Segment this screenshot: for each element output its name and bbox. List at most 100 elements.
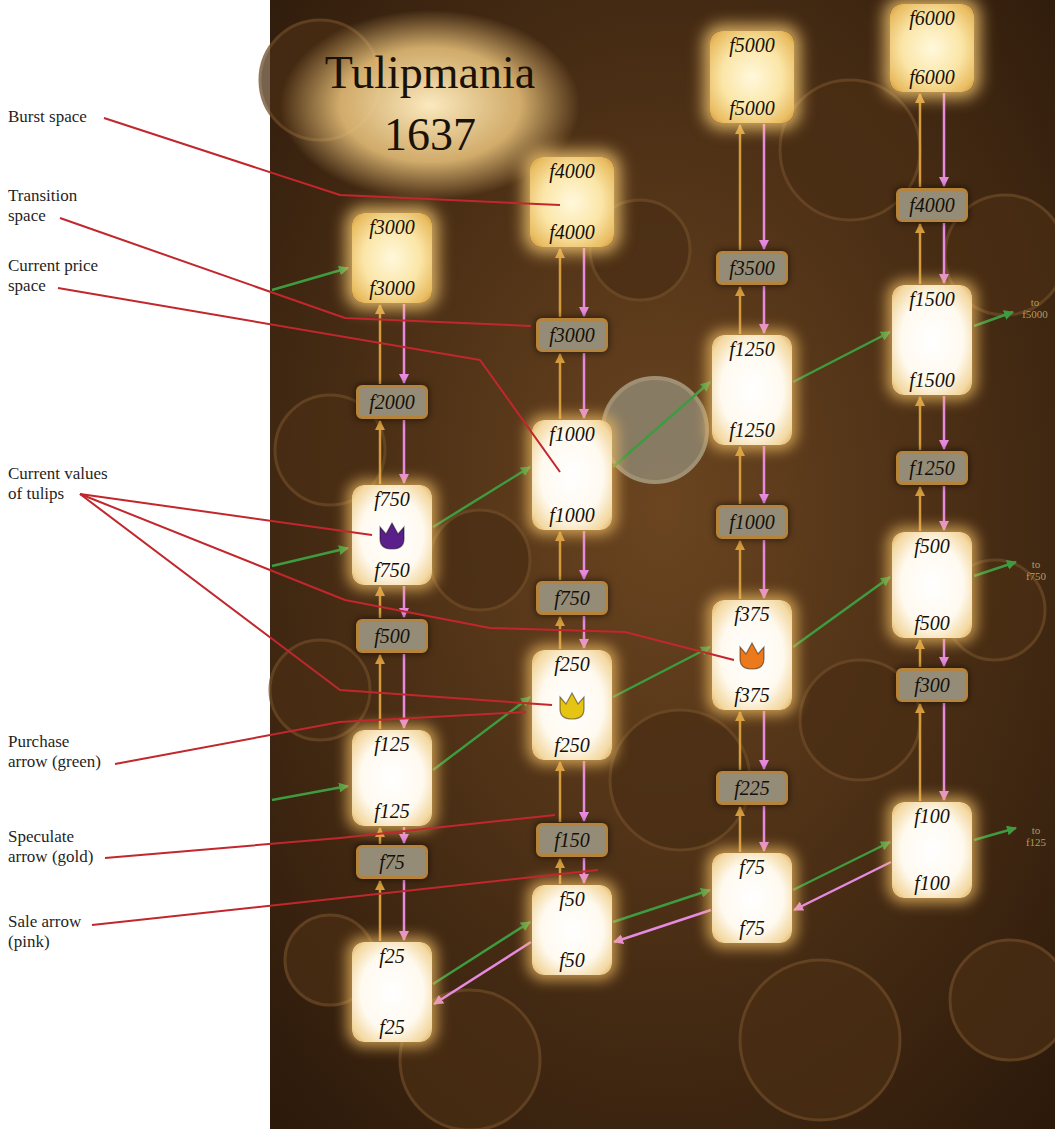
gold-arrow: [379, 655, 382, 729]
gold-arrow: [559, 762, 562, 822]
gold-arrow: [919, 487, 922, 531]
price-value: f300: [914, 674, 950, 697]
pink-arrow: [403, 654, 406, 728]
price-value: f3000: [369, 277, 415, 300]
price-value: f4000: [549, 221, 595, 244]
gold-arrow: [739, 807, 742, 852]
price-space: f25f25: [352, 942, 432, 1042]
pink-arrow: [763, 540, 766, 598]
purchase-arrow: [272, 786, 348, 800]
gold-arrow: [739, 541, 742, 599]
coin: [740, 960, 900, 1120]
price-value: f6000: [909, 7, 955, 30]
transition-space: f750: [536, 581, 608, 615]
pink-arrow: [583, 248, 586, 316]
price-value: f4000: [549, 160, 595, 183]
gold-arrow: [919, 94, 922, 187]
pink-arrow: [614, 910, 711, 942]
gold-arrow: [559, 859, 562, 884]
gold-arrow: [379, 587, 382, 618]
pink-arrow: [943, 93, 946, 186]
tulip-marker: [375, 518, 409, 552]
purchase-arrow: [272, 268, 348, 290]
purchase-arrow: [974, 828, 1016, 840]
transition-space: f300: [896, 668, 968, 702]
burst-space: f4000 f4000: [530, 157, 614, 247]
price-value: f100: [914, 805, 950, 828]
price-value: f1000: [549, 423, 595, 446]
green-arrow: [433, 697, 530, 770]
annotation-box: to f750: [1022, 558, 1050, 582]
callout-label: Transition space: [8, 186, 103, 226]
purchase-arrow: [272, 548, 348, 566]
price-value: f3000: [549, 324, 595, 347]
pink-arrow: [583, 858, 586, 883]
price-value: f1250: [909, 457, 955, 480]
pink-arrow: [583, 616, 586, 648]
price-space: f50f50: [532, 885, 612, 975]
pink-arrow: [943, 703, 946, 800]
pink-arrow: [943, 639, 946, 666]
leader-line: [115, 712, 526, 764]
annotation-box: Sale arrow (pink): [8, 912, 98, 952]
coin: [950, 940, 1055, 1060]
price-value: f6000: [909, 66, 955, 89]
green-arrow: [613, 382, 710, 467]
transition-space: f1000: [716, 505, 788, 539]
pink-arrow: [403, 827, 406, 843]
annotation-box: Purchase arrow (green): [8, 732, 106, 772]
annotation-box: Current price space: [8, 256, 120, 296]
price-value: f500: [374, 625, 410, 648]
gold-arrow: [379, 828, 382, 844]
price-value: f1250: [729, 338, 775, 361]
tulip-shape: [380, 523, 404, 549]
annotation-box: Current values of tulips: [8, 464, 116, 504]
price-space: f1000f1000: [532, 420, 612, 530]
price-value: f125: [374, 800, 410, 823]
leader-line: [80, 494, 372, 535]
callout-label: Purchase arrow (green): [8, 732, 106, 772]
price-space: f750f750: [352, 485, 432, 585]
price-value: f50: [559, 888, 585, 911]
transition-space: f500: [356, 619, 428, 653]
price-value: f375: [734, 603, 770, 626]
burst-space: f3000 f3000: [352, 213, 432, 303]
annotation-box: to f5000: [1019, 296, 1051, 320]
callout-label: Sale arrow (pink): [8, 912, 98, 952]
leader-line: [104, 118, 560, 205]
board-title: Tulipmania 1637: [318, 42, 542, 166]
gold-arrow: [919, 640, 922, 667]
gold-arrow: [379, 305, 382, 384]
burst-space: f6000 f6000: [890, 4, 974, 92]
pink-arrow: [763, 446, 766, 503]
purchase-arrow: [974, 312, 1013, 326]
price-space: f250f250: [532, 650, 612, 760]
price-value: f1500: [909, 288, 955, 311]
pink-arrow: [794, 862, 891, 910]
transition-space: f1250: [896, 451, 968, 485]
pink-arrow: [763, 124, 766, 249]
price-value: f75: [379, 851, 405, 874]
price-value: f150: [554, 829, 590, 852]
pink-arrow: [583, 353, 586, 418]
leader-line: [80, 494, 552, 705]
pink-arrow: [583, 531, 586, 579]
burst-space: f5000f5000: [710, 31, 794, 123]
price-value: f1500: [909, 369, 955, 392]
price-value: f500: [914, 535, 950, 558]
price-value: f3000: [369, 216, 415, 239]
leader-line: [60, 218, 531, 326]
pink-arrow: [943, 396, 946, 449]
tulip-shape: [560, 693, 584, 719]
gold-arrow: [739, 125, 742, 250]
price-value: f225: [734, 777, 770, 800]
tulip-marker: [735, 638, 769, 672]
gold-arrow: [559, 354, 562, 419]
callout-label: Current price space: [8, 256, 120, 296]
gold-arrow: [919, 224, 922, 284]
exit-label: to f125: [1022, 824, 1050, 848]
callout-label: Burst space: [8, 107, 128, 127]
pink-arrow: [583, 761, 586, 821]
